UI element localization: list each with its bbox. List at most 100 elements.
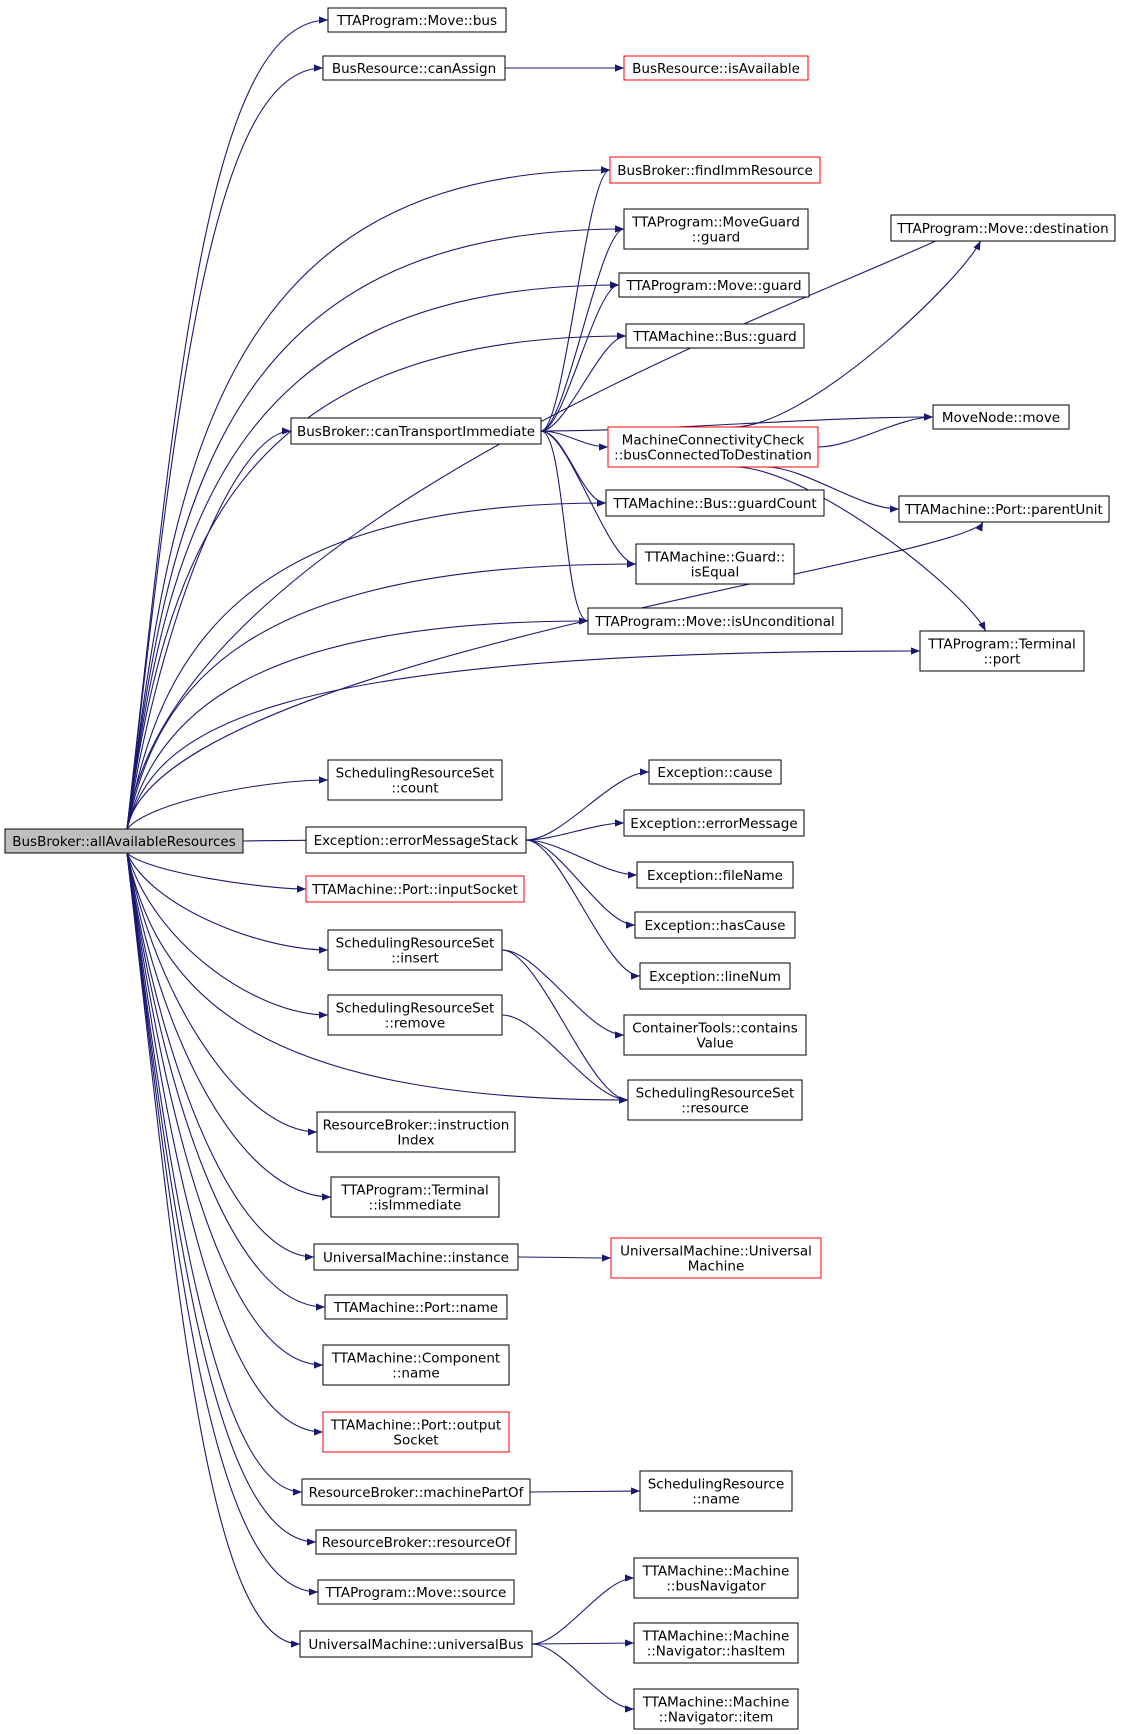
edge-cantransport-to-mcc-bus bbox=[540, 430, 609, 451]
node-move-guard[interactable]: TTAProgram::Move::guard bbox=[618, 272, 810, 298]
node-mcc-bus[interactable]: MachineConnectivityCheck::busConnectedTo… bbox=[607, 426, 819, 468]
node-nav-item[interactable]: TTAMachine::Machine::Navigator::item bbox=[633, 1688, 799, 1730]
node-nav-hasitem[interactable]: TTAMachine::Machine::Navigator::hasItem bbox=[633, 1622, 799, 1664]
node-srs-resource[interactable]: SchedulingResourceSet::resource bbox=[627, 1079, 803, 1121]
edge-srs-remove-to-srs-resource bbox=[501, 1014, 629, 1104]
node-box bbox=[313, 1243, 519, 1271]
node-label: TTAProgram::Terminal bbox=[927, 637, 1076, 653]
node-box bbox=[605, 489, 825, 517]
edge-root-to-port-outsocket bbox=[126, 852, 324, 1436]
node-bus-guard[interactable]: TTAMachine::Bus::guard bbox=[625, 323, 805, 349]
node-box bbox=[322, 1344, 510, 1386]
edge-exc-errstack-to-exc-errmsg bbox=[525, 819, 625, 841]
node-label: isEqual bbox=[691, 565, 739, 581]
node-root[interactable]: BusBroker::allAvailableResources bbox=[4, 828, 244, 854]
edge-exc-errstack-to-exc-hascause bbox=[525, 839, 636, 929]
node-machine-busnav[interactable]: TTAMachine::Machine::busNavigator bbox=[633, 1557, 799, 1599]
node-box bbox=[633, 1622, 799, 1664]
node-box bbox=[932, 404, 1070, 430]
node-port-parentunit[interactable]: TTAMachine::Port::parentUnit bbox=[898, 495, 1110, 523]
node-busres-canassign[interactable]: BusResource::canAssign bbox=[322, 55, 506, 81]
node-label: TTAMachine::Port::parentUnit bbox=[904, 502, 1103, 518]
node-label: ResourceBroker::instruction bbox=[323, 1118, 510, 1134]
node-box bbox=[290, 417, 542, 445]
node-label: MachineConnectivityCheck bbox=[622, 433, 805, 449]
node-exc-hascause[interactable]: Exception::hasCause bbox=[634, 911, 796, 939]
node-moveguard-guard[interactable]: TTAProgram::MoveGuard::guard bbox=[623, 208, 809, 250]
node-terminal-isimm[interactable]: TTAProgram::Terminal::isImmediate bbox=[330, 1176, 500, 1218]
edge-srs-insert-to-ct-contains bbox=[501, 949, 625, 1039]
node-um-universalbus[interactable]: UniversalMachine::universalBus bbox=[299, 1630, 533, 1658]
node-label: TTAMachine::Port::inputSocket bbox=[311, 882, 518, 898]
node-rb-resourceof[interactable]: ResourceBroker::resourceOf bbox=[315, 1529, 517, 1555]
node-label: TTAProgram::Move::isUnconditional bbox=[594, 614, 834, 630]
node-label: ::Navigator::hasItem bbox=[647, 1644, 786, 1660]
edge-srs-insert-to-srs-resource bbox=[501, 949, 629, 1104]
node-movenode-move[interactable]: MoveNode::move bbox=[932, 404, 1070, 430]
edge-cantransport-to-moveguard-guard bbox=[540, 225, 625, 432]
node-move-destination[interactable]: TTAProgram::Move::destination bbox=[890, 214, 1116, 242]
node-label: SchedulingResourceSet bbox=[636, 1086, 795, 1102]
node-exc-cause[interactable]: Exception::cause bbox=[648, 759, 782, 785]
node-exc-linenum[interactable]: Exception::lineNum bbox=[639, 962, 791, 990]
node-move-isuncond[interactable]: TTAProgram::Move::isUnconditional bbox=[587, 607, 843, 635]
node-terminal-port[interactable]: TTAProgram::Terminal::port bbox=[919, 630, 1085, 672]
node-exc-errmsg[interactable]: Exception::errorMessage bbox=[623, 809, 805, 837]
edge-root-to-move-source bbox=[126, 852, 319, 1596]
node-move-source[interactable]: TTAProgram::Move::source bbox=[317, 1579, 515, 1605]
edge-root-to-move-destination bbox=[126, 214, 982, 830]
node-srs-count[interactable]: SchedulingResourceSet::count bbox=[327, 759, 503, 801]
node-port-name[interactable]: TTAMachine::Port::name bbox=[324, 1294, 508, 1320]
node-srs-insert[interactable]: SchedulingResourceSet::insert bbox=[327, 929, 503, 971]
node-sr-name[interactable]: SchedulingResource::name bbox=[639, 1470, 793, 1512]
edge-cantransport-to-bus-guard bbox=[540, 332, 627, 432]
node-bus-guardcount[interactable]: TTAMachine::Bus::guardCount bbox=[605, 489, 825, 517]
node-box bbox=[610, 1237, 822, 1279]
edge-root-to-rb-resourceof bbox=[126, 852, 317, 1546]
node-box bbox=[636, 861, 794, 889]
node-exc-filename[interactable]: Exception::fileName bbox=[636, 861, 794, 889]
node-um-universal[interactable]: UniversalMachine::UniversalMachine bbox=[610, 1237, 822, 1279]
node-comp-name[interactable]: TTAMachine::Component::name bbox=[322, 1344, 510, 1386]
node-box bbox=[919, 630, 1085, 672]
edge-root-to-terminal-isimm bbox=[126, 852, 332, 1201]
node-findimm[interactable]: BusBroker::findImmResource bbox=[609, 156, 821, 184]
edge-exc-errstack-to-exc-filename bbox=[525, 839, 638, 879]
node-label: ::name bbox=[392, 1366, 439, 1382]
node-label: SchedulingResource bbox=[648, 1477, 785, 1493]
node-label: Value bbox=[696, 1036, 733, 1052]
edge-rb-machinepart-to-sr-name bbox=[529, 1487, 641, 1495]
edge-root-to-srs-insert bbox=[126, 852, 329, 954]
node-port-inputsocket[interactable]: TTAMachine::Port::inputSocket bbox=[305, 875, 525, 903]
node-guard-isequal[interactable]: TTAMachine::Guard::isEqual bbox=[635, 543, 795, 585]
node-cantransport[interactable]: BusBroker::canTransportImmediate bbox=[290, 417, 542, 445]
edge-root-to-um-universalbus bbox=[126, 852, 301, 1648]
node-label: MoveNode::move bbox=[942, 410, 1060, 426]
node-box bbox=[324, 1294, 508, 1320]
node-label: ContainerTools::contains bbox=[632, 1021, 797, 1037]
node-busres-isavailable[interactable]: BusResource::isAvailable bbox=[623, 55, 809, 81]
node-box bbox=[639, 1470, 793, 1512]
node-label: Exception::cause bbox=[657, 765, 772, 781]
node-label: SchedulingResourceSet bbox=[336, 766, 495, 782]
edge-um-universalbus-to-nav-item bbox=[531, 1643, 635, 1713]
node-label: ::guard bbox=[692, 230, 740, 246]
node-label: BusResource::canAssign bbox=[332, 61, 496, 77]
node-label: TTAProgram::Move::guard bbox=[625, 278, 801, 294]
node-label: TTAProgram::Terminal bbox=[340, 1183, 489, 1199]
node-box bbox=[890, 214, 1116, 242]
node-box bbox=[322, 1411, 510, 1453]
node-rb-machinepart[interactable]: ResourceBroker::machinePartOf bbox=[301, 1478, 531, 1506]
node-box bbox=[316, 1111, 516, 1153]
node-um-instance[interactable]: UniversalMachine::instance bbox=[313, 1243, 519, 1271]
node-srs-remove[interactable]: SchedulingResourceSet::remove bbox=[327, 994, 503, 1036]
node-exc-errstack[interactable]: Exception::errorMessageStack bbox=[305, 826, 527, 854]
edge-cantransport-to-move-guard bbox=[540, 281, 620, 432]
node-move-bus[interactable]: TTAProgram::Move::bus bbox=[327, 7, 507, 33]
node-label: SchedulingResourceSet bbox=[336, 936, 495, 952]
node-box bbox=[299, 1630, 533, 1658]
